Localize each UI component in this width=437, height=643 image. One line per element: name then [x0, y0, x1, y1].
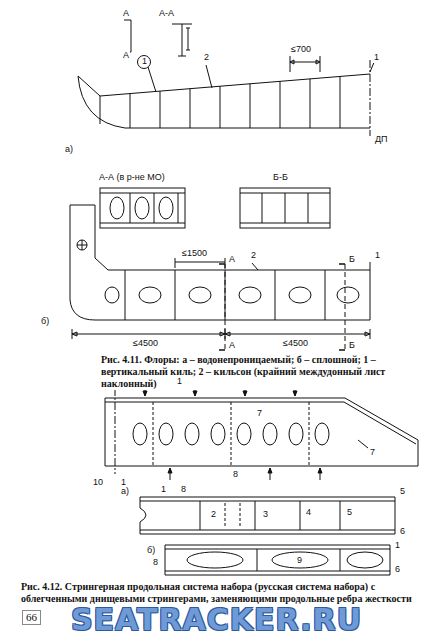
section-mark: [124, 20, 131, 52]
callout-number: 7: [256, 408, 263, 419]
stiffeners: [130, 76, 340, 128]
callout-number: 9: [296, 555, 303, 566]
callout-number: 8: [232, 469, 239, 480]
section-title: А-А (в р-не МО): [98, 172, 166, 183]
figure-caption: Рис. 4.12. Стрингерная продольная систем…: [20, 581, 427, 605]
callout-number: 10: [92, 477, 104, 488]
figure-letter: б): [40, 316, 50, 327]
section-letter: А: [122, 8, 130, 19]
callout-number: 7: [369, 447, 376, 458]
callout-number: 1: [373, 52, 380, 63]
section-view: [100, 188, 185, 228]
stringer-view: [165, 545, 390, 575]
watertight-floor: [78, 74, 370, 128]
figure-letter: а): [120, 486, 130, 497]
dimension-line: [290, 56, 320, 72]
stringer-section: [140, 497, 395, 534]
watermark: SEATRACKER.RU: [70, 603, 363, 637]
stringer-arrows: [145, 384, 320, 480]
leader-lines: [148, 65, 212, 92]
section-cut: [225, 264, 345, 350]
section-letter: А: [228, 254, 236, 265]
callout-number: 3: [262, 509, 269, 520]
callout-number: 4: [305, 507, 312, 518]
section-view-lines: [100, 193, 185, 223]
callout-number: 2: [203, 52, 210, 63]
callout-number: 6: [394, 564, 401, 575]
leader-line: [358, 440, 368, 448]
callout-number: 1: [374, 250, 381, 261]
figure-letter: б): [146, 545, 156, 556]
callout-number: 1: [176, 376, 183, 387]
dimension-line: [175, 258, 225, 268]
callout-circle: [138, 56, 151, 69]
dimension-line: [72, 329, 370, 339]
center-line: [115, 388, 116, 474]
callout-number: 1: [141, 56, 148, 67]
dimension: ≤4500: [282, 338, 309, 349]
leader-line: [252, 263, 258, 270]
section-letter: Б: [348, 254, 356, 265]
callout-number: 8: [180, 484, 187, 495]
section-view-lines: [240, 193, 330, 223]
section-title: Б-Б: [272, 172, 289, 183]
section-view: [172, 24, 192, 56]
solid-floor: [70, 205, 370, 320]
stiffeners: [200, 501, 340, 530]
center-line-mark: ДП: [374, 134, 389, 145]
callout-number: 2: [250, 250, 257, 261]
dimension: ≤4500: [132, 338, 159, 349]
bottom-plan: [105, 398, 418, 466]
callout-number: 1: [160, 484, 167, 495]
callout-number: 1: [394, 540, 401, 551]
dimension: ≤1500: [181, 248, 208, 259]
section-letter: А: [122, 50, 130, 61]
section-letter: Б: [348, 340, 356, 351]
figure-letter: а): [64, 144, 74, 155]
dimension: ≤700: [290, 44, 312, 55]
section-letter: А: [228, 340, 236, 351]
figure-caption: Рис. 4.11. Флоры: а – водонепроницаемый;…: [100, 354, 427, 390]
callout-number: 8: [152, 557, 159, 568]
callout-number: 6: [399, 526, 406, 537]
section-title: А-А: [158, 8, 175, 19]
callout-number: 5: [399, 486, 406, 497]
callout-number: 5: [346, 507, 353, 518]
callout-number: 2: [210, 509, 217, 520]
page-number: 66: [22, 610, 41, 625]
section-view: [240, 188, 330, 228]
